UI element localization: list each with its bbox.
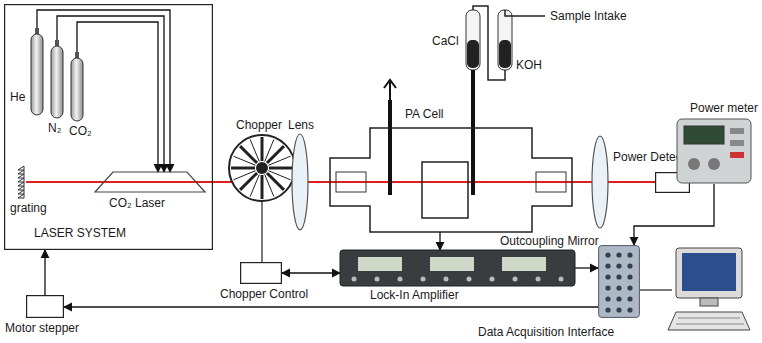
part-label: grating <box>10 201 47 215</box>
component-shape <box>598 245 640 318</box>
component-shape <box>70 52 84 121</box>
signal-connector <box>57 16 164 172</box>
component-label: Chopper Control <box>220 287 308 301</box>
component-label: Lock-In Amplifier <box>370 288 459 302</box>
outlet-pipe <box>388 100 392 195</box>
component-label: CO₂ <box>69 124 92 138</box>
component-shape <box>95 172 205 192</box>
koh-fill <box>499 40 511 68</box>
component-node: Motor stepper <box>26 295 64 318</box>
signal-connector <box>77 22 158 172</box>
component-shape <box>30 28 44 115</box>
component-node: CO₂ Laser <box>95 172 205 192</box>
component-label: PA Cell <box>405 107 443 121</box>
lens <box>292 134 308 230</box>
outlet-arrow <box>384 80 396 100</box>
component-node: Chopper Control <box>240 262 282 284</box>
component-shape <box>50 40 64 118</box>
component-node: PA Cell <box>330 128 572 232</box>
signal-connector <box>64 306 598 307</box>
cacl-fill <box>467 40 479 68</box>
component-label: N₂ <box>48 121 61 135</box>
signal-connector <box>37 10 170 172</box>
component-shape <box>26 295 64 318</box>
component-shape <box>340 250 575 286</box>
gas-tubing <box>473 6 545 80</box>
laser-beam <box>26 181 655 183</box>
component-label: LASER SYSTEM <box>34 226 126 240</box>
component-shape <box>676 118 752 184</box>
chopper-wheel <box>229 135 295 201</box>
component-node: CO₂ <box>70 52 84 121</box>
inlet-pipe <box>471 70 475 195</box>
component-shape <box>240 262 282 284</box>
signal-connector <box>44 250 45 295</box>
component-label: Motor stepper <box>5 321 79 335</box>
component-label: Power meter <box>690 101 758 115</box>
part-label: Outcoupling Mirror <box>500 234 599 248</box>
grating-symbol <box>18 166 24 198</box>
component-shape <box>330 128 572 232</box>
component-label: He <box>10 90 25 104</box>
koh-tube <box>498 10 512 70</box>
cacl-tube <box>466 10 480 70</box>
signal-connector <box>282 272 340 273</box>
outcoupling-lens <box>592 136 608 228</box>
component-node: Data Acquisition Interface <box>598 245 640 318</box>
part-label: Sample Intake <box>550 9 627 23</box>
computer <box>668 248 750 330</box>
part-label: KOH <box>516 58 542 72</box>
component-label: CO₂ Laser <box>109 196 165 210</box>
component-node: He <box>30 28 44 115</box>
chopper-wire <box>261 201 262 262</box>
computer-cable <box>640 289 672 290</box>
component-node: N₂ <box>50 40 64 118</box>
part-label: Lens <box>288 118 314 132</box>
component-node: Lock-In Amplifier <box>340 250 575 286</box>
signal-connector <box>575 267 598 268</box>
signal-connector <box>634 184 714 245</box>
part-label: CaCl <box>432 34 459 48</box>
signal-connector <box>439 232 440 250</box>
component-node: Power meter <box>676 118 752 184</box>
component-label: Data Acquisition Interface <box>478 325 614 339</box>
part-label: Chopper <box>236 118 282 132</box>
